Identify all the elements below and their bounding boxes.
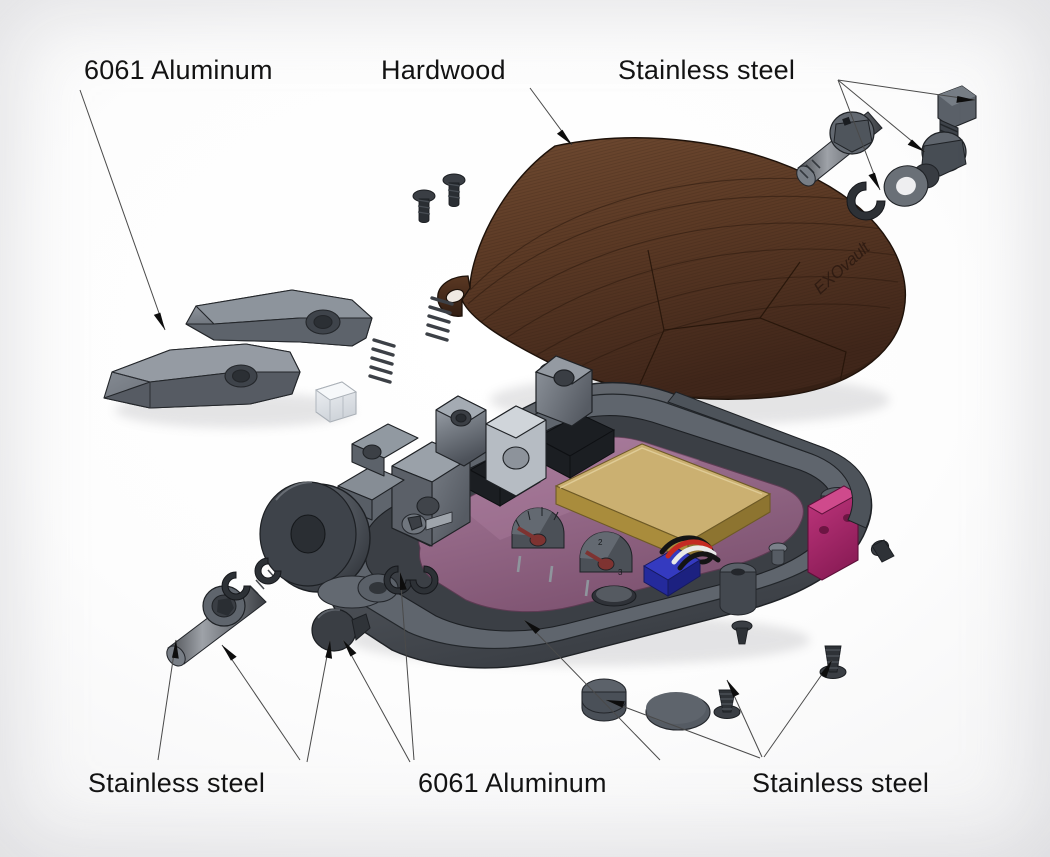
leader-arrowhead [727,680,740,697]
leader-arrowhead [606,700,625,708]
svg-text:3: 3 [618,568,623,577]
leader-line [605,699,761,759]
flat-head-screw-a [412,189,436,224]
rubber-foot-plug-b [645,692,711,731]
hardwood-top-shell: EXOvault [437,137,907,400]
transformer-block [554,443,772,561]
potentiometer-right: 2 3 [579,531,633,577]
nylon-spacer [314,381,358,423]
leader-arrowhead [868,172,880,190]
top-right-fasteners [796,85,977,221]
wood-screw-c [870,539,895,563]
label-steel-bottom-right: Stainless steel [752,768,930,798]
shoulder-bolt-long [796,111,883,187]
leader-arrowhead [556,129,572,145]
flat-head-screw-b [442,173,466,208]
leader-line [837,79,926,153]
wheel-shoulder-bolt [166,569,277,667]
wood-screw-d [731,620,753,645]
label-aluminum-bottom: 6061 Aluminum [418,768,607,798]
wheel-knob [311,608,371,652]
leader-line [306,639,331,763]
rubber-foot-plug-a [581,678,627,722]
leader-arrowhead [956,96,975,103]
wire-harness [659,535,721,571]
leader-arrowhead [153,312,165,330]
leader-arrowhead [820,660,832,678]
wood-screw-a [713,689,741,719]
label-steel-top: Stainless steel [618,55,796,85]
deck-screw [768,542,788,566]
leader-line [342,639,411,763]
leader-line [221,644,301,761]
label-steel-bottom-left: Stainless steel [88,768,266,798]
bracket-socket-screw [401,511,453,535]
flat-washer [883,165,929,207]
leader-arrowhead [325,640,333,659]
leader-arrowhead [171,640,179,659]
leader-line [157,639,177,761]
leader-line [837,79,976,101]
aluminum-button-levers [103,289,373,409]
small-hardware-cluster [314,173,466,423]
leader-arrowhead [399,572,407,591]
magenta-side-bracket [806,485,860,581]
label-aluminum-top: 6061 Aluminum [84,55,273,85]
connector-blue [642,547,702,597]
e-clip-top [846,181,886,221]
leader-arrowhead [524,620,541,634]
leader-line [763,659,833,758]
leader-line [837,79,881,191]
leader-line [523,619,661,761]
leader-arrowhead [222,645,237,661]
leader-lines [79,79,976,763]
svg-text:2: 2 [598,538,603,547]
leader-arrowhead [343,640,357,657]
leader-arrowheads [153,96,975,708]
leader-arrowhead [907,139,925,152]
chassis-pivot-ear [534,355,594,427]
component-legs [516,555,620,605]
leader-line [79,89,166,331]
scroll-wheel [259,481,371,593]
e-clip-pair [221,557,282,601]
aluminum-chassis-base: 2 3 [326,355,873,669]
compression-spring-b [368,338,396,384]
potentiometer-left [511,507,565,549]
label-hardwood: Hardwood [381,55,506,85]
compression-spring-a [425,296,454,342]
leader-line [399,571,415,761]
